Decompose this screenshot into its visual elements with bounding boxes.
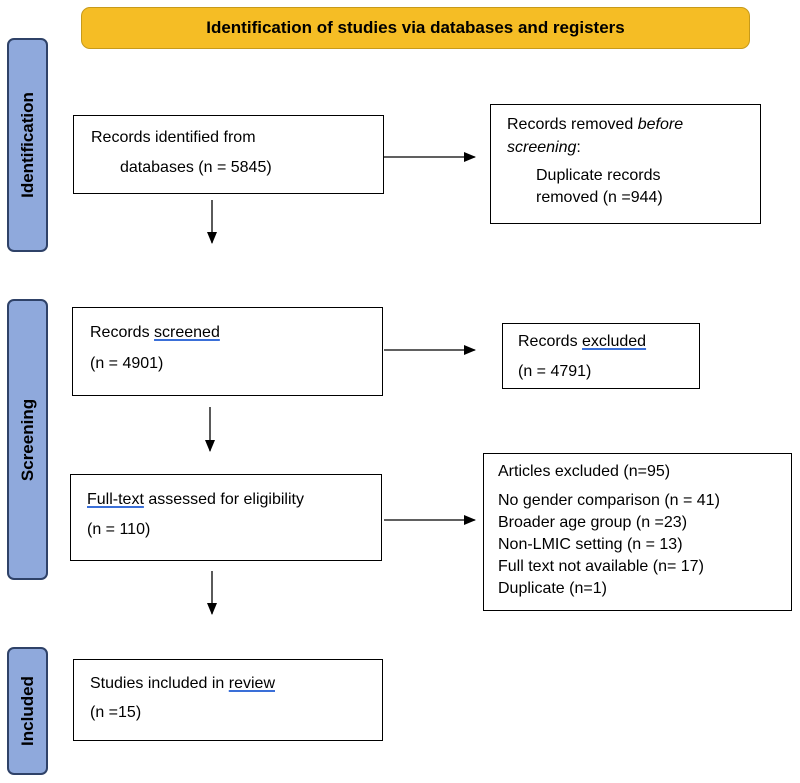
- phase-label-screening-text: Screening: [17, 398, 37, 481]
- records-removed-line-2: screening:: [507, 136, 581, 159]
- studies-included-line-1-prefix: Studies included in: [90, 675, 229, 692]
- records-screened-line-1: Records screened: [90, 321, 220, 344]
- records-identified-box: Records identified from databases (n = 5…: [73, 115, 384, 194]
- records-removed-box: Records removed before screening: Duplic…: [490, 104, 761, 224]
- studies-included-line-1: Studies included in review: [90, 672, 275, 695]
- records-screened-box: Records screened (n = 4901): [72, 307, 383, 396]
- flow-header-title: Identification of studies via databases …: [206, 18, 625, 37]
- exclusion-reason-item: No gender comparison (n = 41): [498, 492, 720, 509]
- studies-included-line-2: (n =15): [90, 704, 142, 721]
- records-screened-line-1-prefix: Records: [90, 324, 155, 341]
- articles-excluded-title: Articles excluded (n=95): [498, 463, 671, 480]
- records-excluded-line-1-prefix: Records: [518, 333, 583, 350]
- fulltext-assessed-line-1-underlined: Full-text: [87, 491, 144, 508]
- records-identified-line-2: databases (n = 5845): [120, 159, 272, 176]
- records-screened-line-2: (n = 4901): [90, 355, 164, 372]
- records-removed-line-1-emph: before: [637, 116, 684, 133]
- records-removed-line-4: removed (n =944): [536, 189, 663, 206]
- flow-header: Identification of studies via databases …: [81, 7, 750, 49]
- phase-label-included: Included: [7, 647, 48, 775]
- records-removed-line-1: Records removed before: [507, 113, 683, 136]
- studies-included-line-1-underlined: review: [228, 675, 275, 692]
- records-removed-line-2-suffix: :: [576, 139, 581, 156]
- fulltext-assessed-line-1-suffix: assessed for eligibility: [143, 491, 304, 508]
- records-excluded-line-1-underlined: excluded: [582, 333, 647, 350]
- fulltext-assessed-line-2: (n = 110): [87, 521, 151, 538]
- records-removed-line-2-emph: screening: [507, 139, 577, 156]
- records-screened-line-1-underlined: screened: [154, 324, 220, 341]
- exclusion-reason-item: Broader age group (n =23): [498, 514, 688, 531]
- records-identified-line-1: Records identified from: [91, 129, 256, 146]
- studies-included-box: Studies included in review (n =15): [73, 659, 383, 741]
- records-excluded-line-1: Records excluded: [518, 330, 646, 353]
- records-excluded-line-2: (n = 4791): [518, 363, 592, 380]
- phase-label-screening: Screening: [7, 299, 48, 580]
- records-excluded-box: Records excluded (n = 4791): [502, 323, 700, 389]
- phase-label-identification: Identification: [7, 38, 48, 252]
- exclusion-reason-item: Non-LMIC setting (n = 13): [498, 536, 683, 553]
- fulltext-assessed-line-1: Full-text assessed for eligibility: [87, 488, 304, 511]
- exclusion-reason-item: Full text not available (n= 17): [498, 558, 704, 575]
- records-removed-line-3: Duplicate records: [536, 167, 661, 184]
- exclusion-reason-item: Duplicate (n=1): [498, 580, 607, 597]
- phase-label-identification-text: Identification: [17, 92, 37, 198]
- fulltext-assessed-box: Full-text assessed for eligibility (n = …: [70, 474, 382, 561]
- phase-label-included-text: Included: [17, 676, 37, 746]
- articles-excluded-box: Articles excluded (n=95) No gender compa…: [483, 453, 792, 611]
- records-removed-line-1-prefix: Records removed: [507, 116, 638, 133]
